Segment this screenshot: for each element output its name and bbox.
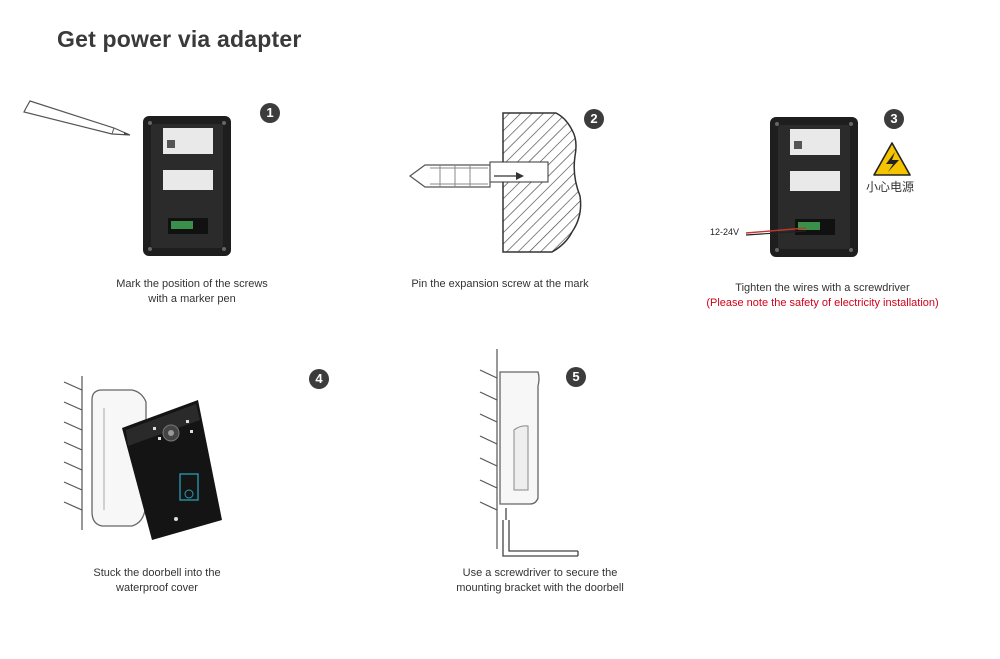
doorbell-back-panel-step1 [143,116,231,256]
step-4-badge: 4 [309,369,329,389]
doorbell-front-step4 [122,400,222,540]
step-1-caption: Mark the position of the screws with a m… [116,278,268,305]
step-5-badge: 5 [566,367,586,387]
step-3-caption: Tighten the wires with a screwdriver (Pl… [695,281,950,311]
step-4-caption: Stuck the doorbell into the waterproof c… [93,567,221,594]
wall-step4 [63,376,83,530]
high-voltage-warning-icon [873,142,911,176]
wall-step5 [479,349,498,549]
safety-warning: (Please note the safety of electricity i… [706,297,939,309]
doorbell-back-panel-step3 [770,117,858,257]
voltage-label: 12-24V [710,227,740,237]
expansion-screw-icon [408,164,524,188]
screwdriver-icon [502,508,579,557]
step-2-badge: 2 [584,109,604,129]
step-2-caption: Pin the expansion screw at the mark [411,278,589,290]
page-title: Get power via adapter [57,26,302,52]
step-3-badge: 3 [884,109,904,129]
pencil-icon [23,100,131,136]
step-5-caption: Use a screwdriver to secure the mounting… [456,567,624,594]
hazard-label: 小心电源 [866,180,915,194]
wall-section-step2 [489,112,582,253]
step-1-badge: 1 [260,103,280,123]
mounting-bracket-step5 [499,371,540,505]
power-wire-icon [745,227,807,236]
